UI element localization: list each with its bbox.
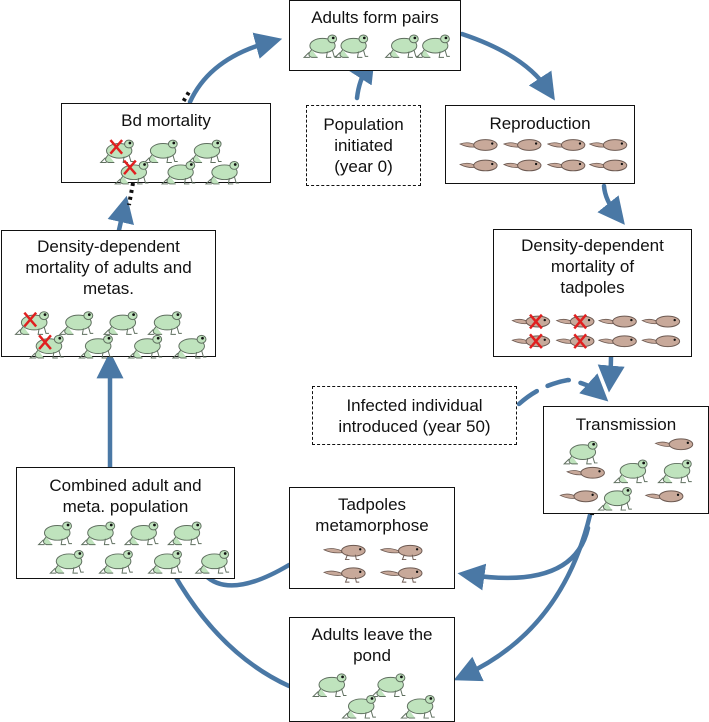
arrow-pairs-to-reproduction xyxy=(459,31,555,101)
tadpole-icons xyxy=(511,313,681,349)
label-combined-population: Combined adult and meta. population xyxy=(49,476,202,516)
label-transmission: Transmission xyxy=(575,415,677,434)
arrow-transmission-to-adults xyxy=(453,512,593,682)
arrow-infected-to-transmission xyxy=(516,373,609,407)
frog-icons xyxy=(312,673,436,719)
frog-icons xyxy=(38,521,230,574)
box-transmission: Transmission xyxy=(543,406,709,514)
box-reproduction: Reproduction xyxy=(445,105,635,184)
label-dd-tadpoles: Density-dependent mortality of tadpoles xyxy=(521,236,664,297)
tadpole-icons xyxy=(459,139,628,172)
label-adults-leave: Adults leave the pond xyxy=(311,625,433,665)
x-mark-icons xyxy=(23,311,52,350)
label-infected-introduced: Infected individual introduced (year 50) xyxy=(338,396,491,436)
box-combined-population: Combined adult and meta. population xyxy=(16,467,235,579)
x-mark-icons xyxy=(109,139,137,175)
arrow-reproduction-to-ddtadpoles xyxy=(597,183,625,225)
arrow-ddtadpoles-to-transmission xyxy=(597,354,625,393)
metamorph-icons xyxy=(323,544,423,583)
arrow-ddadults-to-bdmortality xyxy=(107,195,134,233)
label-reproduction: Reproduction xyxy=(489,114,591,133)
label-population-initiated: Population initiated (year 0) xyxy=(323,115,404,176)
label-adults-form-pairs: Adults form pairs xyxy=(311,8,439,27)
label-dd-adults: Density-dependent mortality of adults an… xyxy=(25,237,192,298)
box-bd-mortality: Bd mortality xyxy=(61,103,271,185)
label-tadpoles-metamorphose: Tadpoles metamorphose xyxy=(315,495,429,535)
box-adults-form-pairs: Adults form pairs xyxy=(289,0,461,71)
mixed-icons xyxy=(559,438,694,511)
box-dd-tadpoles: Density-dependent mortality of tadpoles xyxy=(493,229,692,357)
arrow-bdmortality-to-pairs xyxy=(187,32,283,105)
box-tadpoles-metamorphose: Tadpoles metamorphose xyxy=(289,487,455,589)
box-population-initiated: Population initiated (year 0) xyxy=(306,105,421,186)
frog-icons xyxy=(303,34,451,58)
box-adults-leave: Adults leave the pond xyxy=(289,617,455,722)
box-infected-introduced: Infected individual introduced (year 50) xyxy=(312,386,517,445)
label-bd-mortality: Bd mortality xyxy=(121,111,211,130)
frog-icons xyxy=(100,139,240,185)
x-mark-icons xyxy=(529,313,588,349)
box-dd-adults: Density-dependent mortality of adults an… xyxy=(1,230,216,359)
frog-icons xyxy=(14,311,207,359)
